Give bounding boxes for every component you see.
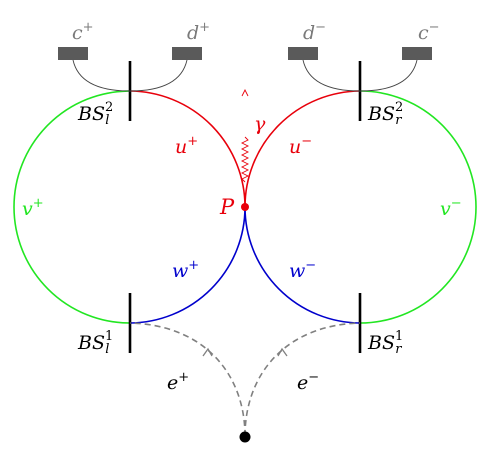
- source-path-left: [129, 322, 246, 437]
- label-v-minus: v−: [440, 196, 462, 220]
- label-u-minus: u−: [289, 134, 312, 158]
- label-detector-c-plus: c+: [72, 20, 94, 44]
- detector-d-minus: [288, 47, 318, 60]
- source-path-right: [244, 322, 361, 437]
- detector-c-plus: [58, 47, 88, 60]
- label-point-p: P: [219, 195, 235, 219]
- label-w-minus: w−: [289, 258, 316, 282]
- photon-arrowhead: [241, 88, 249, 97]
- label-e-plus: e+: [167, 370, 189, 394]
- detector-d-plus: [172, 47, 202, 60]
- label-e-minus: e−: [297, 370, 319, 394]
- source-arrow-left: [202, 347, 213, 357]
- path-w-plus: [129, 206, 246, 324]
- label-detector-d-minus: d−: [303, 20, 326, 44]
- point-p-dot: [241, 203, 249, 211]
- detector-line-c-plus: [72, 59, 131, 92]
- path-v-plus: [13, 90, 131, 324]
- label-photon: γ: [254, 113, 266, 135]
- path-w-minus: [244, 206, 361, 324]
- source-arrow-right: [277, 347, 288, 357]
- path-v-minus: [359, 90, 477, 324]
- path-u-plus: [129, 90, 246, 208]
- label-detector-d-plus: d+: [187, 20, 210, 44]
- detector-line-d-minus: [302, 59, 361, 92]
- detector-line-c-minus: [359, 59, 418, 92]
- detector-line-d-plus: [129, 59, 188, 92]
- photon-wave: [240, 136, 250, 183]
- label-w-plus: w+: [172, 258, 199, 282]
- label-v-plus: v+: [22, 196, 44, 220]
- label-u-plus: u+: [175, 134, 198, 158]
- detector-c-minus: [402, 47, 432, 60]
- path-u-minus: [244, 90, 361, 208]
- label-detector-c-minus: c−: [418, 20, 440, 44]
- source-point: [239, 431, 251, 443]
